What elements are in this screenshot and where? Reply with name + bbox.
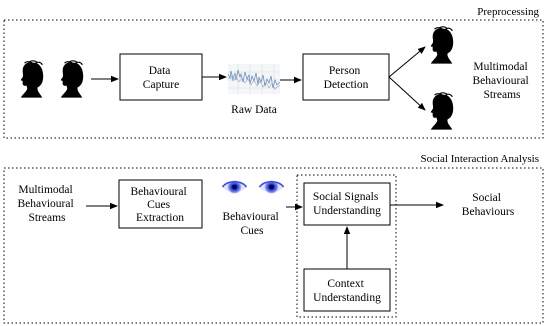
raw-signal-icon (227, 64, 281, 94)
arrow (388, 46, 426, 78)
arrow (388, 76, 426, 111)
woman-silhouette-icon (20, 60, 44, 98)
context-understanding-label: Context Understanding (313, 278, 381, 304)
social-signals-box (303, 182, 391, 226)
cues-extraction-box (118, 179, 203, 229)
eye-icon (221, 179, 248, 195)
eye-icon (258, 179, 285, 195)
preprocessing-border (3, 19, 544, 139)
context-understanding-box (303, 268, 391, 312)
data-capture-box (119, 53, 203, 101)
person-detection-box (302, 53, 390, 101)
social-analysis-border (3, 167, 544, 324)
multimodal-streams-input-label: Multimodal Behavioural Streams (17, 184, 76, 224)
person-detection-label: Person Detection (324, 65, 369, 91)
woman-silhouette-icon (430, 92, 454, 130)
behavioural-cues-label: Behavioural Cues (222, 211, 281, 237)
social-analysis-title: Social Interaction Analysis (420, 153, 539, 165)
woman-silhouette-icon (430, 26, 454, 64)
social-behaviours-label: Social Behaviours (462, 192, 515, 218)
preprocessing-section: Preprocessing (3, 6, 544, 139)
preprocessing-title: Preprocessing (477, 6, 539, 18)
multimodal-streams-output-label: Multimodal Behavioural Streams (472, 61, 531, 101)
cues-extraction-label: Behavioural Cues Extraction (130, 186, 189, 224)
understanding-group-border (296, 174, 397, 318)
data-capture-label: Data Capture (143, 65, 179, 91)
woman-silhouette-icon (60, 60, 84, 98)
raw-data-label: Raw Data (231, 104, 277, 116)
social-analysis-section: Social Interaction Analysis (3, 153, 544, 324)
social-signals-label: Social Signals Understanding (313, 191, 381, 217)
